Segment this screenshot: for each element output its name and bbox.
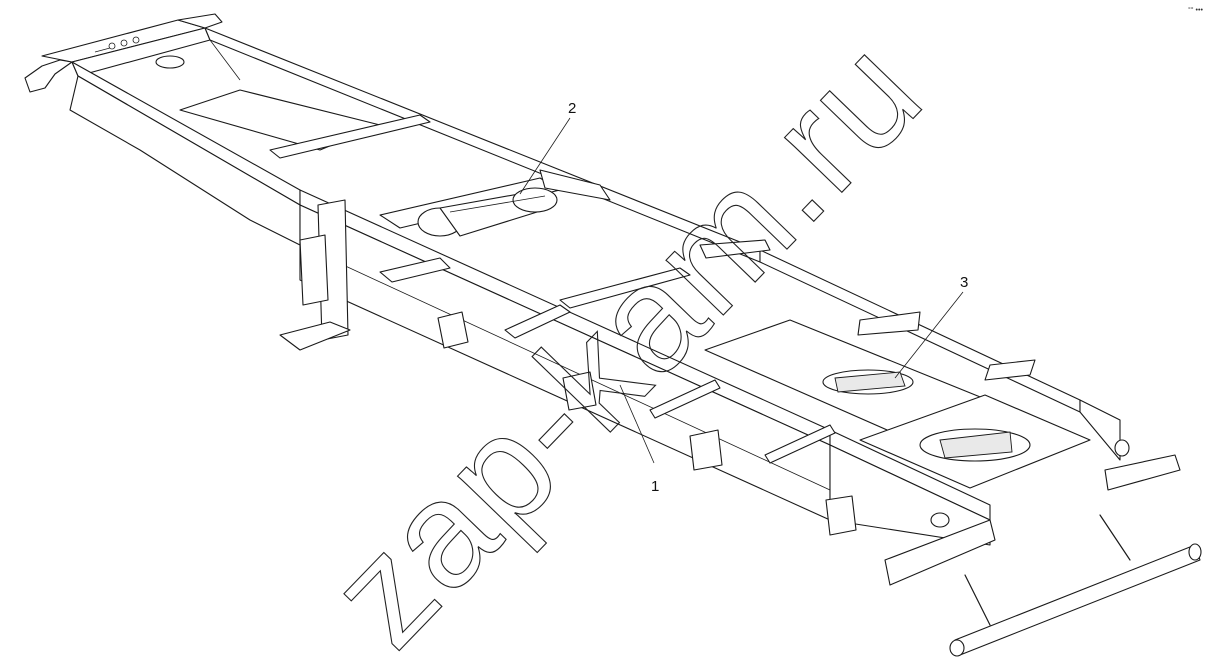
left-side-rail bbox=[69, 61, 991, 546]
suspension-brackets bbox=[379, 239, 1036, 536]
rear-bumper bbox=[884, 439, 1202, 657]
corner-mark: °° ••• bbox=[1188, 6, 1203, 14]
callout-1: 1 bbox=[619, 384, 659, 495]
front-crossmember bbox=[24, 13, 223, 93]
leader-line-2 bbox=[519, 117, 571, 195]
callout-2: 2 bbox=[519, 100, 576, 195]
tank-assembly bbox=[417, 169, 611, 237]
callout-label-1: 1 bbox=[651, 478, 659, 495]
callout-label-2: 2 bbox=[568, 100, 576, 117]
leader-line-3 bbox=[894, 291, 964, 379]
leader-line-1 bbox=[619, 384, 655, 464]
callout-label-3: 3 bbox=[960, 274, 968, 291]
callout-3: 3 bbox=[894, 274, 968, 379]
rear-deck bbox=[704, 319, 1091, 489]
landing-leg bbox=[279, 199, 351, 351]
